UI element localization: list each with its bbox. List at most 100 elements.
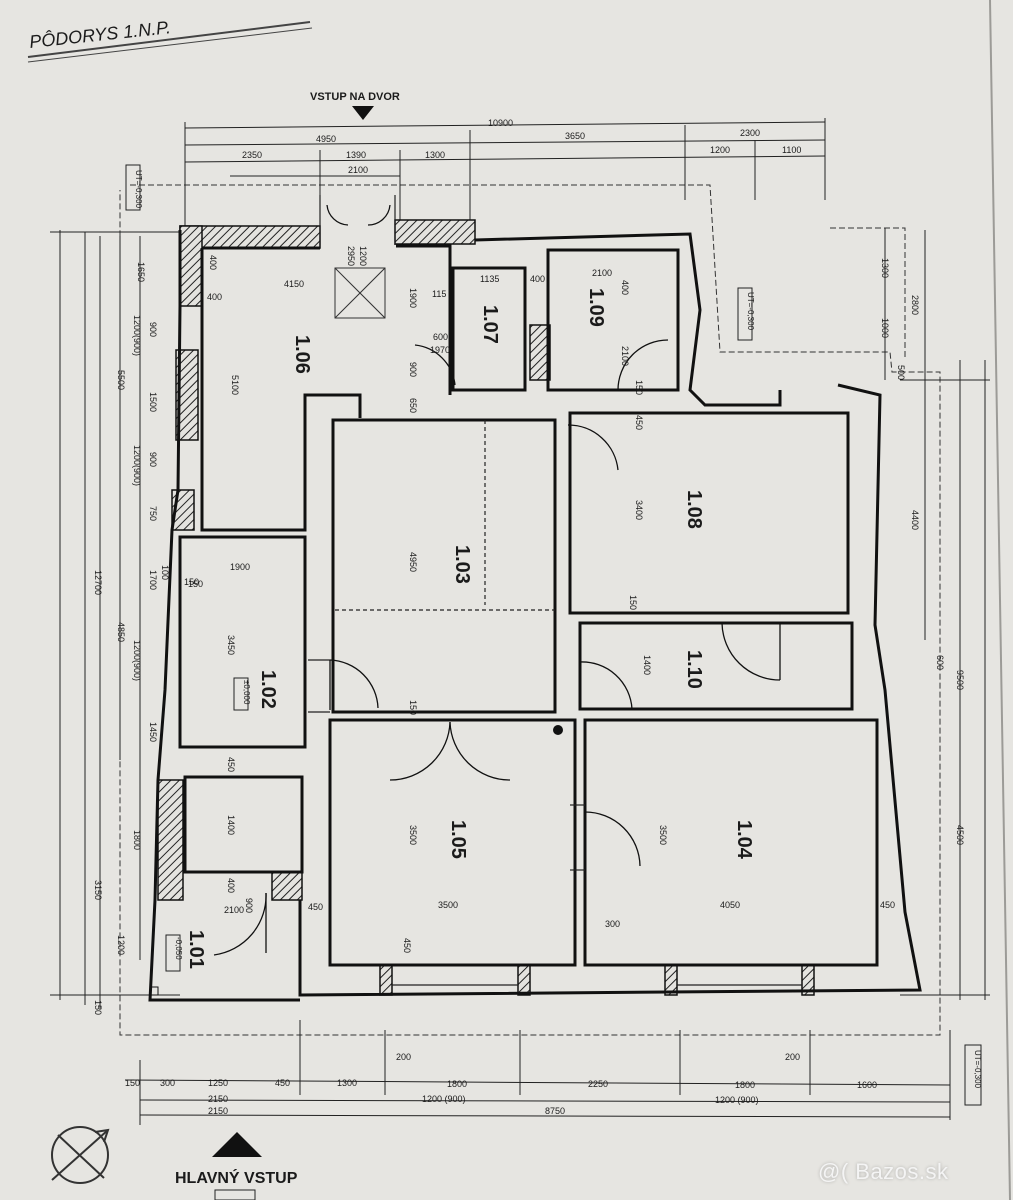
left-dimensions: 12700 1650 900 1200(900) 5500 1500 900 1… (93, 262, 170, 1015)
room-1-01-label: 1.01 (185, 930, 207, 969)
dim-text: 4150 (284, 279, 304, 289)
dim-text: 2300 (740, 128, 760, 138)
dim-text: 150 (125, 1078, 140, 1088)
dim-text: 1300 (425, 150, 445, 160)
dim-text: 150 (634, 380, 644, 395)
room-1-09-label: 1.09 (585, 288, 607, 327)
exterior-walls (157, 219, 815, 996)
dim-text: 8750 (545, 1106, 565, 1116)
main-entrance-level-box (214, 1189, 256, 1200)
bottom-dimensions: 200 200 150 300 1250 450 1300 1800 2250 … (125, 1052, 877, 1116)
terrain-outline (119, 184, 941, 1036)
dim-text: 1200 (358, 246, 368, 266)
main-entrance-label: HLAVNÝ VSTUP (175, 1168, 298, 1187)
level-marks: UT=-0,300 UT=-0,300 UT=-0,300 (125, 164, 982, 1106)
dim-text: 1700 (148, 570, 158, 590)
inner-thin-walls (308, 195, 802, 986)
walls (148, 230, 922, 1002)
dim-text: 5100 (230, 375, 240, 395)
dim-text: 1600 (857, 1080, 877, 1090)
dim-text: 500 (896, 365, 906, 380)
dim-text: 4400 (910, 510, 920, 530)
dim-text: 1800 (132, 830, 142, 850)
dim-text: 1250 (208, 1078, 228, 1088)
level-mark-right: UT=-0,300 (746, 292, 755, 331)
dim-text: 2100 (348, 165, 368, 175)
dim-text: 2100 (224, 905, 244, 915)
dim-text: 115 (432, 289, 446, 299)
dim-text: 3500 (408, 825, 418, 845)
dim-text: 450 (880, 900, 895, 910)
dim-text: 1100 (782, 145, 801, 155)
dim-text: 10900 (488, 118, 513, 128)
dim-text: 1300 (880, 258, 890, 278)
room-1-03-label: 1.03 (451, 545, 473, 584)
dim-text: 1800 (447, 1079, 467, 1089)
skylight-symbol (334, 267, 386, 319)
dim-text: 900 (148, 452, 158, 467)
dim-text: 100 (160, 565, 170, 580)
dim-text: 1500 (148, 392, 158, 412)
dim-text: 1650 (136, 262, 146, 282)
dim-text: 1000 (880, 318, 890, 338)
room-1-07-label: 1.07 (479, 305, 501, 344)
dim-text: 3150 (93, 880, 103, 900)
dim-text: 1200(900) (132, 315, 142, 356)
dim-text: 150 (93, 1000, 103, 1015)
dim-text: 4050 (720, 900, 740, 910)
dim-text: 300 (160, 1078, 175, 1088)
dim-text: 150 (408, 700, 418, 715)
dim-text: 9500 (955, 670, 965, 690)
level-mark-bottom-right: UT=-0,300 (973, 1050, 982, 1089)
dim-text: 2100 (592, 268, 612, 278)
room-1-04-label: 1.04 (733, 820, 755, 860)
dim-text: 2150 (208, 1106, 228, 1116)
dim-text: 3500 (658, 825, 668, 845)
yard-entrance-arrow (352, 106, 374, 120)
dim-text: 650 (408, 398, 418, 413)
dim-text: 200 (396, 1052, 411, 1062)
yard-entrance-label: VSTUP NA DVOR (310, 91, 400, 103)
room-1-01-elevation: -0,050 (174, 937, 183, 960)
room-1-02-elevation: ±0,000 (242, 680, 251, 705)
dim-text: 1450 (148, 722, 158, 742)
dim-text: 400 (208, 255, 218, 270)
dim-text: 450 (308, 902, 323, 912)
north-arrow-icon (51, 1126, 110, 1184)
dim-text: 1970 (430, 345, 450, 355)
dim-text: 12700 (93, 570, 103, 595)
dim-text: 2800 (910, 295, 920, 315)
dim-text: 1200(900) (132, 640, 142, 681)
dim-text: 4850 (116, 622, 126, 642)
dim-text: 1200 (710, 145, 730, 155)
top-dimensions: 10900 4950 3650 2300 2350 1390 1300 1200… (242, 118, 801, 175)
dim-text: 150 (188, 579, 203, 589)
dim-text: 600 (935, 655, 945, 670)
dim-text: 1800 (735, 1080, 755, 1090)
room-1-05-label: 1.05 (447, 820, 469, 859)
dim-text: 1200 (900) (422, 1094, 466, 1104)
dim-text: 4950 (316, 134, 336, 144)
dim-text: 3450 (226, 635, 236, 655)
dim-text: 1300 (337, 1078, 357, 1088)
dim-text: 300 (605, 919, 620, 929)
dim-text: 2100 (620, 346, 630, 366)
dim-text: 1200 (116, 935, 126, 955)
title-underline (27, 27, 313, 63)
dim-text: 150 (184, 577, 199, 587)
dim-text: 150 (628, 595, 638, 610)
dim-text: 900 (148, 322, 158, 337)
dim-text: 4500 (955, 825, 965, 845)
dimension-lines (50, 118, 990, 1125)
dim-text: 2250 (588, 1079, 608, 1089)
dim-text: 3500 (438, 900, 458, 910)
dim-text: 450 (226, 757, 236, 772)
dim-text: 200 (785, 1052, 800, 1062)
dim-text: 3650 (565, 131, 585, 141)
dim-text: 600 (433, 332, 448, 342)
dim-text: 1390 (346, 150, 366, 160)
dim-text: 2150 (208, 1094, 228, 1104)
watermark: @( Bazos.sk (818, 1159, 949, 1184)
